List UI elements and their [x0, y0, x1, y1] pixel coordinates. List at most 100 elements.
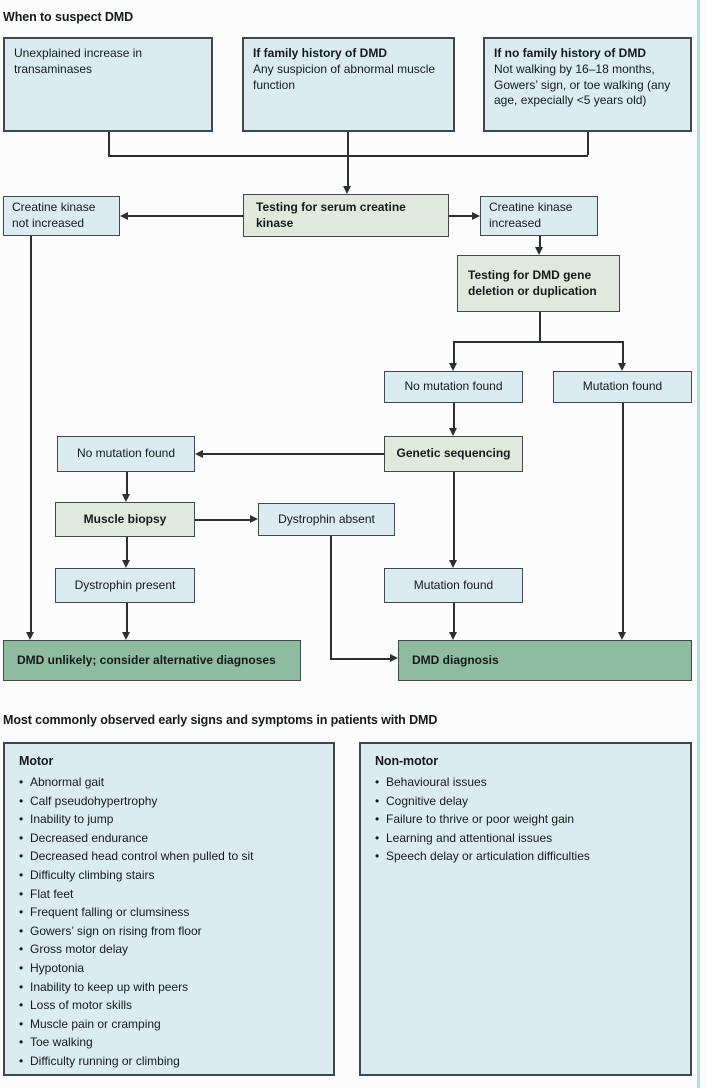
arrowhead-down	[449, 428, 457, 436]
node-genetic-sequencing: Genetic sequencing	[384, 436, 523, 472]
connector-line	[108, 132, 110, 155]
arrowhead-down	[343, 186, 351, 194]
connector-line	[330, 536, 332, 659]
node-dmd-unlikely: DMD unlikely; consider alternative diagn…	[3, 640, 301, 681]
arrowhead-left	[120, 211, 128, 220]
page-edge-accent	[697, 0, 700, 1088]
connector-line	[449, 215, 472, 217]
connector-line	[539, 312, 541, 341]
node-text: DMD unlikely; consider alternative diagn…	[17, 652, 276, 667]
connector-line	[587, 132, 589, 155]
symptom-item: Gross motor delay	[19, 940, 319, 959]
node-text: Muscle biopsy	[83, 511, 167, 526]
connector-line	[453, 472, 455, 560]
connector-line	[203, 453, 384, 455]
arrowhead-down	[449, 363, 457, 371]
non-motor-title: Non-motor	[375, 754, 438, 768]
section-title-when-to-suspect: When to suspect DMD	[3, 10, 134, 24]
node-no-mutation-left: No mutation found	[57, 436, 195, 472]
connector-line	[539, 236, 541, 248]
symptom-item: Decreased head control when pulled to si…	[19, 847, 319, 866]
symptom-item: Loss of motor skills	[19, 996, 319, 1015]
connector-line	[126, 603, 128, 632]
motor-symptoms-list: Abnormal gaitCalf pseudohypertrophyInabi…	[19, 773, 319, 1071]
arrowhead-right	[250, 514, 258, 523]
connector-line	[347, 132, 349, 155]
node-title: If no family history of DMD	[494, 46, 647, 60]
symptom-item: Failure to thrive or poor weight gain	[375, 810, 676, 829]
section-title-symptoms: Most commonly observed early signs and s…	[3, 713, 438, 727]
node-dmd-diagnosis: DMD diagnosis	[398, 640, 692, 681]
node-ck-increased: Creatine kinase increased	[480, 196, 598, 236]
connector-line	[453, 341, 455, 363]
node-text: No mutation found	[404, 379, 503, 394]
node-dystrophin-present: Dystrophin present	[55, 568, 195, 603]
node-text: Testing for serum creatine kinase	[256, 199, 406, 230]
connector-line	[453, 603, 455, 632]
symptom-item: Muscle pain or cramping	[19, 1015, 319, 1034]
connector-line	[622, 403, 624, 632]
connector-line	[330, 658, 390, 660]
arrowhead-down	[26, 632, 34, 640]
non-motor-symptoms-box: Non-motor Behavioural issuesCognitive de…	[359, 742, 692, 1076]
node-text: Genetic sequencing	[396, 446, 511, 461]
symptom-item: Gowers’ sign on rising from floor	[19, 922, 319, 941]
node-text: Not walking by 16–18 months, Gowers’ sig…	[494, 61, 671, 108]
node-dystrophin-absent: Dystrophin absent	[258, 503, 395, 536]
connector-line	[453, 403, 455, 428]
symptom-item: Frequent falling or clumsiness	[19, 903, 319, 922]
node-title: If family history of DMD	[253, 46, 388, 60]
node-ck-testing: Testing for serum creatine kinase	[243, 194, 449, 237]
non-motor-symptoms-list: Behavioural issuesCognitive delayFailure…	[375, 773, 676, 866]
symptom-item: Difficulty running or climbing	[19, 1052, 319, 1071]
symptom-item: Calf pseudohypertrophy	[19, 792, 319, 811]
arrowhead-down	[618, 632, 626, 640]
node-text: Testing for DMD gene deletion or duplica…	[468, 267, 597, 298]
node-mutation-lower: Mutation found	[384, 568, 523, 603]
node-text: Mutation found	[413, 577, 494, 592]
node-no-family-history: If no family history of DMD Not walking …	[483, 37, 692, 132]
node-muscle-biopsy: Muscle biopsy	[55, 502, 195, 537]
connector-line	[126, 537, 128, 560]
symptom-item: Learning and attentional issues	[375, 829, 676, 848]
node-text: Creatine kinase increased	[489, 200, 573, 230]
symptom-item: Hypotonia	[19, 959, 319, 978]
node-text: Dystrophin absent	[278, 511, 375, 526]
symptom-item: Inability to jump	[19, 810, 319, 829]
node-text: Unexplained increase in transaminases	[14, 46, 143, 76]
symptom-item: Toe walking	[19, 1033, 319, 1052]
arrowhead-right	[390, 653, 398, 662]
connector-line	[30, 236, 32, 632]
connector-line	[126, 472, 128, 494]
arrowhead-down	[122, 494, 130, 502]
node-text: Dystrophin present	[74, 577, 176, 592]
arrowhead-down	[618, 363, 626, 371]
connector-line	[622, 341, 624, 363]
symptom-item: Abnormal gait	[19, 773, 319, 792]
connector-line	[128, 215, 243, 217]
symptom-item: Behavioural issues	[375, 773, 676, 792]
symptom-item: Difficulty climbing stairs	[19, 866, 319, 885]
symptom-item: Inability to keep up with peers	[19, 978, 319, 997]
node-text: DMD diagnosis	[412, 652, 499, 667]
motor-title: Motor	[19, 754, 54, 768]
connector-line	[195, 519, 250, 521]
symptom-item: Speech delay or articulation difficultie…	[375, 847, 676, 866]
arrowhead-down	[122, 632, 130, 640]
node-mutation-upper: Mutation found	[553, 371, 692, 403]
arrowhead-down	[449, 632, 457, 640]
arrowhead-down	[535, 247, 543, 255]
arrowhead-left	[195, 449, 203, 458]
symptom-item: Flat feet	[19, 885, 319, 904]
arrowhead-down	[122, 560, 130, 568]
connector-line	[453, 341, 623, 343]
arrowhead-down	[449, 560, 457, 568]
node-text: Mutation found	[582, 379, 663, 394]
node-no-mutation-upper: No mutation found	[384, 371, 523, 403]
node-ck-not-increased: Creatine kinase not increased	[3, 196, 120, 236]
node-transaminases: Unexplained increase in transaminases	[3, 37, 213, 132]
symptom-item: Cognitive delay	[375, 792, 676, 811]
motor-symptoms-box: Motor Abnormal gaitCalf pseudohypertroph…	[3, 742, 335, 1076]
connector-line	[347, 155, 349, 186]
